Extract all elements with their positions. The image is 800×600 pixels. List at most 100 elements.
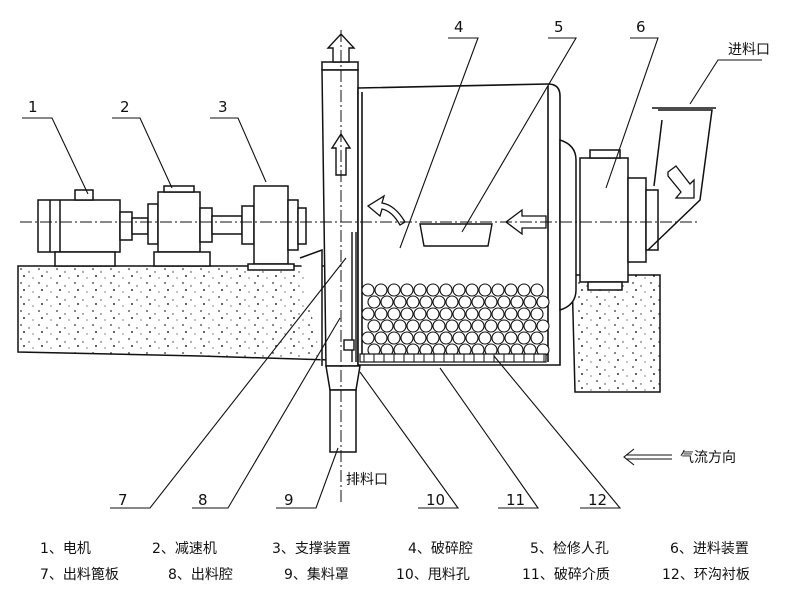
grinding-ball (406, 319, 420, 333)
grinding-ball (419, 295, 433, 309)
grinding-ball (491, 283, 505, 297)
grinding-ball (432, 319, 446, 333)
lining-plate (359, 353, 547, 363)
lining-grooves (363, 354, 545, 362)
grinding-ball (426, 283, 440, 297)
grinding-ball (497, 319, 511, 333)
grinding-ball (478, 283, 492, 297)
grinding-ball (484, 319, 498, 333)
grinding-ball (367, 319, 381, 333)
inlet-caption: 进料口 (728, 42, 770, 58)
grinding-ball (413, 283, 427, 297)
grinding-ball (374, 283, 388, 297)
outlet-caption: 排料口 (346, 472, 388, 488)
grinding-ball (504, 283, 518, 297)
right-foundation (571, 274, 661, 393)
callout-3: 3 (218, 98, 228, 116)
grinding-ball (504, 307, 518, 321)
grinding-ball (387, 283, 401, 297)
legend-item-11: 11、破碎介质 (522, 567, 610, 583)
grinding-ball (400, 307, 414, 321)
legend-item-5: 5、检修人孔 (530, 541, 609, 557)
legend-item-6: 6、进料装置 (670, 541, 749, 557)
grinding-ball (452, 307, 466, 321)
grinding-ball (491, 331, 505, 345)
grinding-ball (530, 283, 544, 297)
grinding-ball (478, 307, 492, 321)
grinding-ball (413, 307, 427, 321)
callout-7: 7 (118, 491, 128, 509)
grinding-ball (452, 331, 466, 345)
grinding-ball (465, 307, 479, 321)
grinding-ball (439, 283, 453, 297)
grinding-ball (530, 331, 544, 345)
grinding-ball (452, 283, 466, 297)
grinding-ball (536, 295, 550, 309)
grinding-ball (517, 331, 531, 345)
curved-arrow (366, 194, 406, 226)
grinding-ball (517, 283, 531, 297)
leader-lines (22, 37, 762, 509)
grinding-ball (465, 283, 479, 297)
legend-item-2: 2、减速机 (152, 541, 217, 557)
grinding-ball (536, 319, 550, 333)
legend-item-7: 7、出料篦板 (40, 567, 119, 583)
callout-1: 1 (28, 98, 38, 116)
grinding-ball (484, 295, 498, 309)
grinding-ball (497, 295, 511, 309)
legend-item-1: 1、电机 (40, 541, 91, 557)
grinding-ball (380, 319, 394, 333)
grinding-ball (517, 307, 531, 321)
grinding-ball (523, 319, 537, 333)
grinding-ball (419, 319, 433, 333)
grinding-ball (471, 319, 485, 333)
legend-item-4: 4、破碎腔 (408, 541, 473, 557)
legend-item-9: 9、集料罩 (284, 567, 349, 583)
manhole (419, 223, 493, 247)
callout-9: 9 (284, 491, 294, 509)
grinding-ball (393, 319, 407, 333)
airflow-caption: 气流方向 (680, 450, 736, 466)
grinding-ball (426, 331, 440, 345)
grinding-ball (478, 331, 492, 345)
inlet-chute (647, 107, 716, 251)
support-bearing (211, 185, 307, 271)
grinding-ball (387, 307, 401, 321)
grinding-ball (406, 295, 420, 309)
grinding-ball (458, 319, 472, 333)
grinding-media (361, 283, 550, 357)
callout-10: 10 (426, 491, 445, 509)
grinding-ball (400, 283, 414, 297)
grinding-ball (400, 331, 414, 345)
motor (37, 189, 149, 267)
grinding-ball (393, 295, 407, 309)
discharge-grate (343, 232, 357, 362)
feed-device (559, 138, 659, 312)
grinding-ball (387, 331, 401, 345)
grinding-ball (445, 295, 459, 309)
grinding-ball (439, 307, 453, 321)
grinding-ball (523, 295, 537, 309)
grinding-ball (361, 331, 375, 345)
grinding-ball (445, 319, 459, 333)
grinding-ball (380, 295, 394, 309)
discharge-housing (299, 61, 361, 453)
grinding-ball (491, 307, 505, 321)
left-foundation (17, 265, 331, 361)
grinding-ball (361, 307, 375, 321)
reducer (147, 185, 213, 267)
inlet-arrow (667, 165, 695, 199)
grinding-ball (374, 307, 388, 321)
grinding-ball (510, 319, 524, 333)
legend-item-10: 10、甩料孔 (396, 567, 470, 583)
up-arrow-top (326, 32, 356, 63)
legend-item-8: 8、出料腔 (168, 567, 233, 583)
grinding-ball (413, 331, 427, 345)
grinding-ball (530, 307, 544, 321)
callout-12: 12 (588, 491, 607, 509)
callout-2: 2 (120, 98, 130, 116)
grinding-ball (432, 295, 446, 309)
callout-11: 11 (506, 491, 525, 509)
grinding-ball (426, 307, 440, 321)
